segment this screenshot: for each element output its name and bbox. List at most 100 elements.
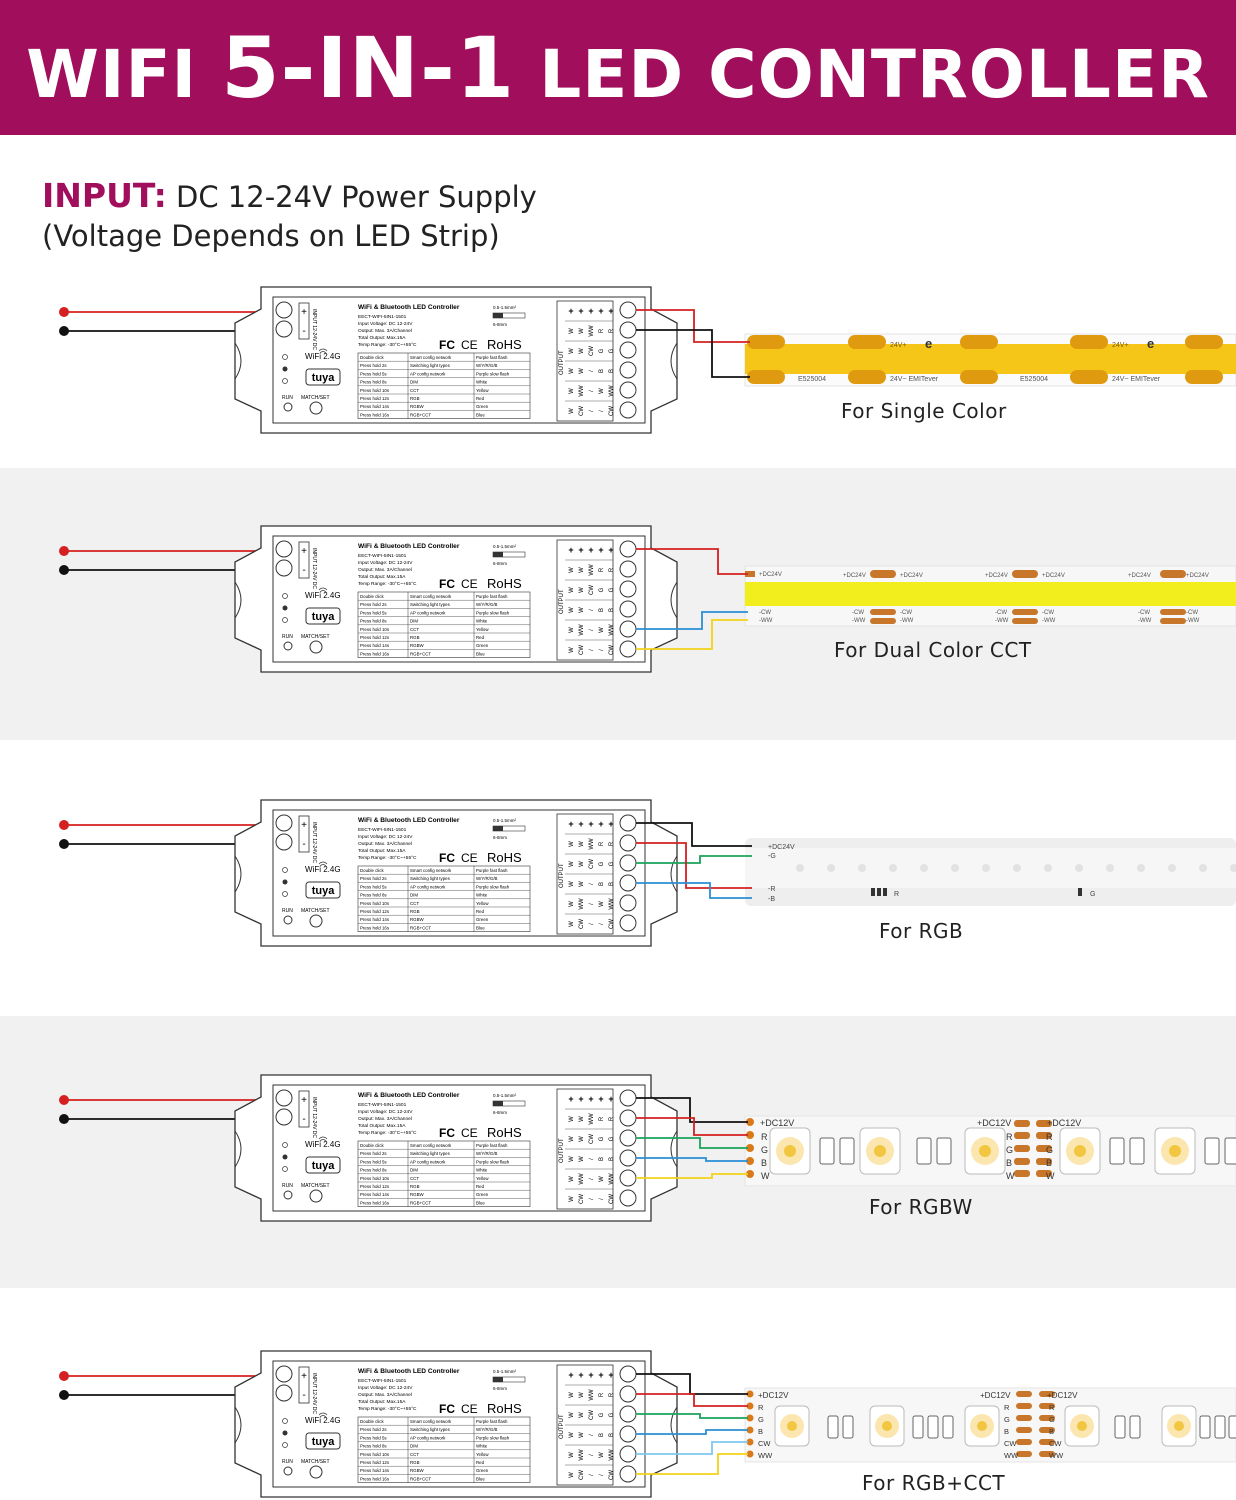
table-cell: W/Y/R/G/B [476,363,498,368]
grid-label: WW [579,1449,585,1461]
resistor [1129,1137,1145,1165]
output-terminal [619,834,637,852]
grid-label: W [569,841,575,847]
strip-label: G [1004,1415,1010,1424]
solder-pad [848,335,886,349]
grid-label: / [599,649,605,651]
strip-label: +DC24V [1042,573,1065,579]
table-cell: Press hold 2s [360,876,387,881]
table-cell: Press hold 10s [360,388,390,393]
wifi-label: WiFi 2.4G [305,1416,341,1425]
grid-label: G [609,1412,615,1417]
tuya-logo-box [305,1156,341,1174]
solder-pad [870,609,896,615]
resistor [927,1415,939,1439]
wire-positive [636,822,752,847]
led-core [784,1145,796,1157]
strip-label: -CW [900,610,912,616]
wifi-icon [318,1136,328,1142]
tuya-logo: tuya [312,611,336,623]
spec-line: Input Voltage: DC 12-24V [358,834,413,840]
led-core [882,1421,892,1431]
table-cell: Blue [476,412,485,417]
wifi-label: WiFi 2.4G [305,352,341,361]
grid-label: WW [579,898,585,910]
grid-label: W [569,1432,575,1438]
output-terminal [619,914,637,932]
spec-line: Total Output: Max.15A [358,1123,406,1129]
grid-label: W [569,587,575,593]
grid-label: G [599,587,605,592]
input-note: (Voltage Depends on LED Strip) [42,219,500,253]
table-cell: White [476,893,488,898]
strip-label: -WW [995,618,1009,624]
table-cell: Purple slow flash [476,371,510,376]
output-terminal [619,381,637,399]
table-cell: Blue [476,1200,485,1205]
table-cell: Smart config network [410,868,452,873]
strip-label: -R [768,886,775,893]
input-plus-label: + [301,820,307,831]
table-cell: Press hold 14s [360,404,390,409]
output-terminal [619,1365,637,1383]
table-cell: RGBW [410,643,425,648]
wire-red [636,842,752,889]
table-cell: AP config network [410,1159,446,1164]
run-led [283,1466,293,1476]
grid-label: CW [579,645,585,655]
strip-label: -WW [1186,618,1200,624]
mount-ear-right [670,1130,678,1168]
spec-line: Input Voltage: DC 12-24V [358,560,413,566]
resistor [1224,1137,1236,1165]
grid-label: + [578,306,583,316]
grid-label: + [608,306,613,316]
strip-label: E525004 [798,376,826,383]
led-indicator [282,1442,288,1448]
controller-face [272,1360,646,1488]
solder-pad [1070,370,1108,384]
table-cell: CCT [410,388,419,393]
strip-label: B [1046,1158,1052,1168]
chip [871,888,875,896]
input-sign-box [298,302,310,340]
grid-label: / [589,370,595,372]
rohs-mark: RoHS [487,850,522,865]
controller-face [272,535,646,663]
grid-label: + [598,819,603,829]
table-cell: DIM [410,893,418,898]
match-set-button [309,914,323,928]
led-indicator [282,891,288,897]
solder-pad [1039,1391,1055,1397]
strip-label: +DC12V [758,1391,789,1400]
input-terminal-plus [275,1365,293,1383]
wire-strip-gauge-fill [493,313,503,318]
solder-point [746,1118,754,1126]
wire-size-label: 0.5-1.5mm² [493,1093,517,1098]
match-label: MATCH/SET [301,1183,330,1189]
grid-label: G [599,1412,605,1417]
grid-label: + [588,545,593,555]
grid-label: W [569,408,575,414]
table-cell: Press hold 2s [360,1151,387,1156]
output-terminal [619,401,637,419]
table-cell: Yellow [476,1452,489,1457]
resistor [942,1415,954,1439]
grid-label: + [578,545,583,555]
grid-label: / [589,1454,595,1456]
grid-label: R [599,1116,605,1121]
table-cell: Red [476,1460,485,1465]
strip-length-label: 6-8mm [493,561,507,566]
mount-ear-right [670,581,678,619]
resistor [1204,1137,1220,1165]
grid-label: WW [589,838,595,850]
output-terminal [619,874,637,892]
table-cell: AP config network [410,371,446,376]
output-terminal [619,854,637,872]
strip-label: 24V+ [1112,342,1129,349]
grid-label: G [609,1136,615,1141]
caption-single-color: For Single Color [841,399,1007,423]
led-dot [982,864,990,872]
table-cell: Press hold 5s [360,884,387,889]
